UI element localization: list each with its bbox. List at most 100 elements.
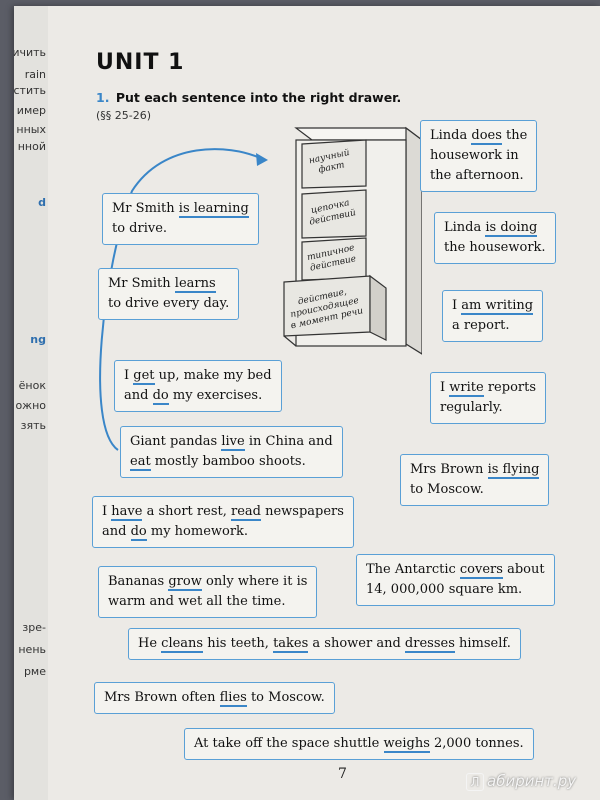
sentence-text: reports: [483, 380, 537, 395]
verb-underlined: flies: [219, 690, 247, 707]
margin-fragment: ng: [30, 333, 46, 346]
margin-fragment: стить: [14, 84, 46, 97]
sentence-text: Mr Smith: [112, 201, 179, 216]
sentence-text: Linda: [444, 220, 486, 235]
margin-fragment: нных: [16, 123, 46, 136]
sentence-text: 14, 000,000 square km.: [366, 582, 523, 597]
sentence-text: regularly.: [440, 400, 503, 415]
sentence-text: a report.: [452, 318, 510, 333]
task-text: Put each sentence into the right drawer.: [115, 90, 402, 105]
sentence-box[interactable]: Bananas grow only where it is warm and w…: [98, 566, 318, 618]
sentence-text: I: [124, 368, 134, 383]
task-instruction: 1. Put each sentence into the right draw…: [96, 90, 401, 105]
sentence-box[interactable]: Linda is doing the housework.: [434, 212, 556, 264]
verb-underlined: weighs: [383, 736, 430, 753]
verb-underlined: have: [111, 504, 143, 521]
verb-underlined: live: [221, 434, 245, 451]
margin-fragment: ичить: [14, 46, 46, 59]
sentence-box[interactable]: Mrs Brown is flying to Moscow.: [400, 454, 550, 506]
sentence-box[interactable]: I have a short rest, read newspapers and…: [92, 496, 354, 548]
sentence-text: himself.: [454, 636, 511, 651]
sentence-text: Giant pandas: [130, 434, 222, 449]
sentence-text: I: [440, 380, 450, 395]
sentence-text: housework in: [430, 148, 519, 163]
margin-fragment: rain: [24, 68, 46, 81]
textbook-page: ичить rain стить имер нных нной d ng ёно…: [14, 6, 600, 800]
sentence-text: At take off the space shuttle: [194, 736, 384, 751]
margin-fragment: рме: [23, 665, 46, 678]
sentence-text: and: [102, 524, 131, 539]
sentence-text: his teeth,: [203, 636, 274, 651]
margin-fragment: ожно: [15, 399, 46, 412]
sentence-text: to Moscow.: [246, 690, 325, 705]
verb-underlined: write: [449, 380, 484, 397]
sentence-text: in China and: [244, 434, 333, 449]
sentence-box[interactable]: I write reports regularly.: [430, 372, 547, 424]
margin-fragment: d: [38, 196, 46, 209]
sentence-box[interactable]: He cleans his teeth, takes a shower and …: [128, 628, 521, 660]
task-number: 1.: [96, 90, 110, 105]
verb-underlined: read: [230, 504, 261, 521]
sentence-text: to drive every day.: [108, 296, 230, 311]
labirint-logo-icon: Л: [466, 773, 484, 791]
verb-underlined: eat: [130, 454, 151, 471]
verb-underlined: am writing: [461, 298, 534, 315]
sentence-text: He: [138, 636, 162, 651]
sentence-box[interactable]: The Antarctic covers about 14, 000,000 s…: [356, 554, 555, 606]
sentence-text: a shower and: [308, 636, 405, 651]
verb-underlined: dresses: [404, 636, 455, 653]
verb-underlined: takes: [273, 636, 309, 653]
drawer-cabinet-illustration: научный факт цепочка действий типичное д…: [266, 126, 424, 362]
previous-page-margin: ичить rain стить имер нных нной d ng ёно…: [14, 6, 48, 800]
cabinet-drawing: [283, 126, 424, 356]
sentence-text: Mrs Brown often: [104, 690, 220, 705]
sentence-box[interactable]: Mrs Brown often flies to Moscow.: [94, 682, 335, 714]
verb-underlined: do: [152, 388, 169, 405]
sentence-text: I: [452, 298, 462, 313]
margin-fragment: ёнок: [18, 379, 46, 392]
verb-underlined: get: [133, 368, 155, 385]
verb-underlined: do: [130, 524, 147, 541]
sentence-text: only where it is: [201, 574, 308, 589]
sentence-text: the housework.: [444, 240, 546, 255]
verb-underlined: does: [471, 128, 502, 145]
verb-underlined: learns: [174, 276, 216, 293]
unit-title: UNIT 1: [96, 50, 185, 75]
margin-fragment: нень: [18, 643, 46, 656]
sentence-box[interactable]: I get up, make my bed and do my exercise…: [114, 360, 282, 412]
sentence-box[interactable]: Mr Smith is learning to drive.: [102, 193, 259, 245]
sentence-text: a short rest,: [142, 504, 231, 519]
margin-fragment: нной: [17, 140, 46, 153]
sentence-text: I: [102, 504, 112, 519]
sentence-text: warm and wet all the time.: [108, 594, 286, 609]
sentence-text: about: [502, 562, 545, 577]
sentence-text: the afternoon.: [430, 168, 524, 183]
sentence-text: Bananas: [108, 574, 169, 589]
sentence-text: newspapers: [260, 504, 344, 519]
verb-underlined: covers: [459, 562, 503, 579]
sentence-text: Mr Smith: [108, 276, 175, 291]
sentence-text: Linda: [430, 128, 472, 143]
sentence-text: Mrs Brown: [410, 462, 488, 477]
verb-underlined: is flying: [487, 462, 540, 479]
verb-underlined: grow: [168, 574, 202, 591]
margin-fragment: зре-: [22, 621, 46, 634]
sentence-text: and: [124, 388, 153, 403]
sentence-text: my exercises.: [168, 388, 263, 403]
sentence-text: The Antarctic: [366, 562, 460, 577]
page-number: 7: [338, 766, 347, 782]
sentence-text: the: [501, 128, 528, 143]
sentence-box[interactable]: At take off the space shuttle weighs 2,0…: [184, 728, 534, 760]
sentence-text: to Moscow.: [410, 482, 484, 497]
verb-underlined: is learning: [178, 201, 249, 218]
sentence-box[interactable]: I am writing a report.: [442, 290, 544, 342]
margin-fragment: имер: [16, 104, 46, 117]
task-reference: (§§ 25-26): [96, 109, 152, 122]
sentence-text: mostly bamboo shoots.: [150, 454, 306, 469]
sentence-box[interactable]: Mr Smith learns to drive every day.: [98, 268, 240, 320]
sentence-box[interactable]: Giant pandas live in China and eat mostl…: [120, 426, 343, 478]
sentence-text: 2,000 tonnes.: [429, 736, 524, 751]
sentence-text: my homework.: [146, 524, 249, 539]
sentence-box[interactable]: Linda does the housework in the afternoo…: [420, 120, 538, 192]
